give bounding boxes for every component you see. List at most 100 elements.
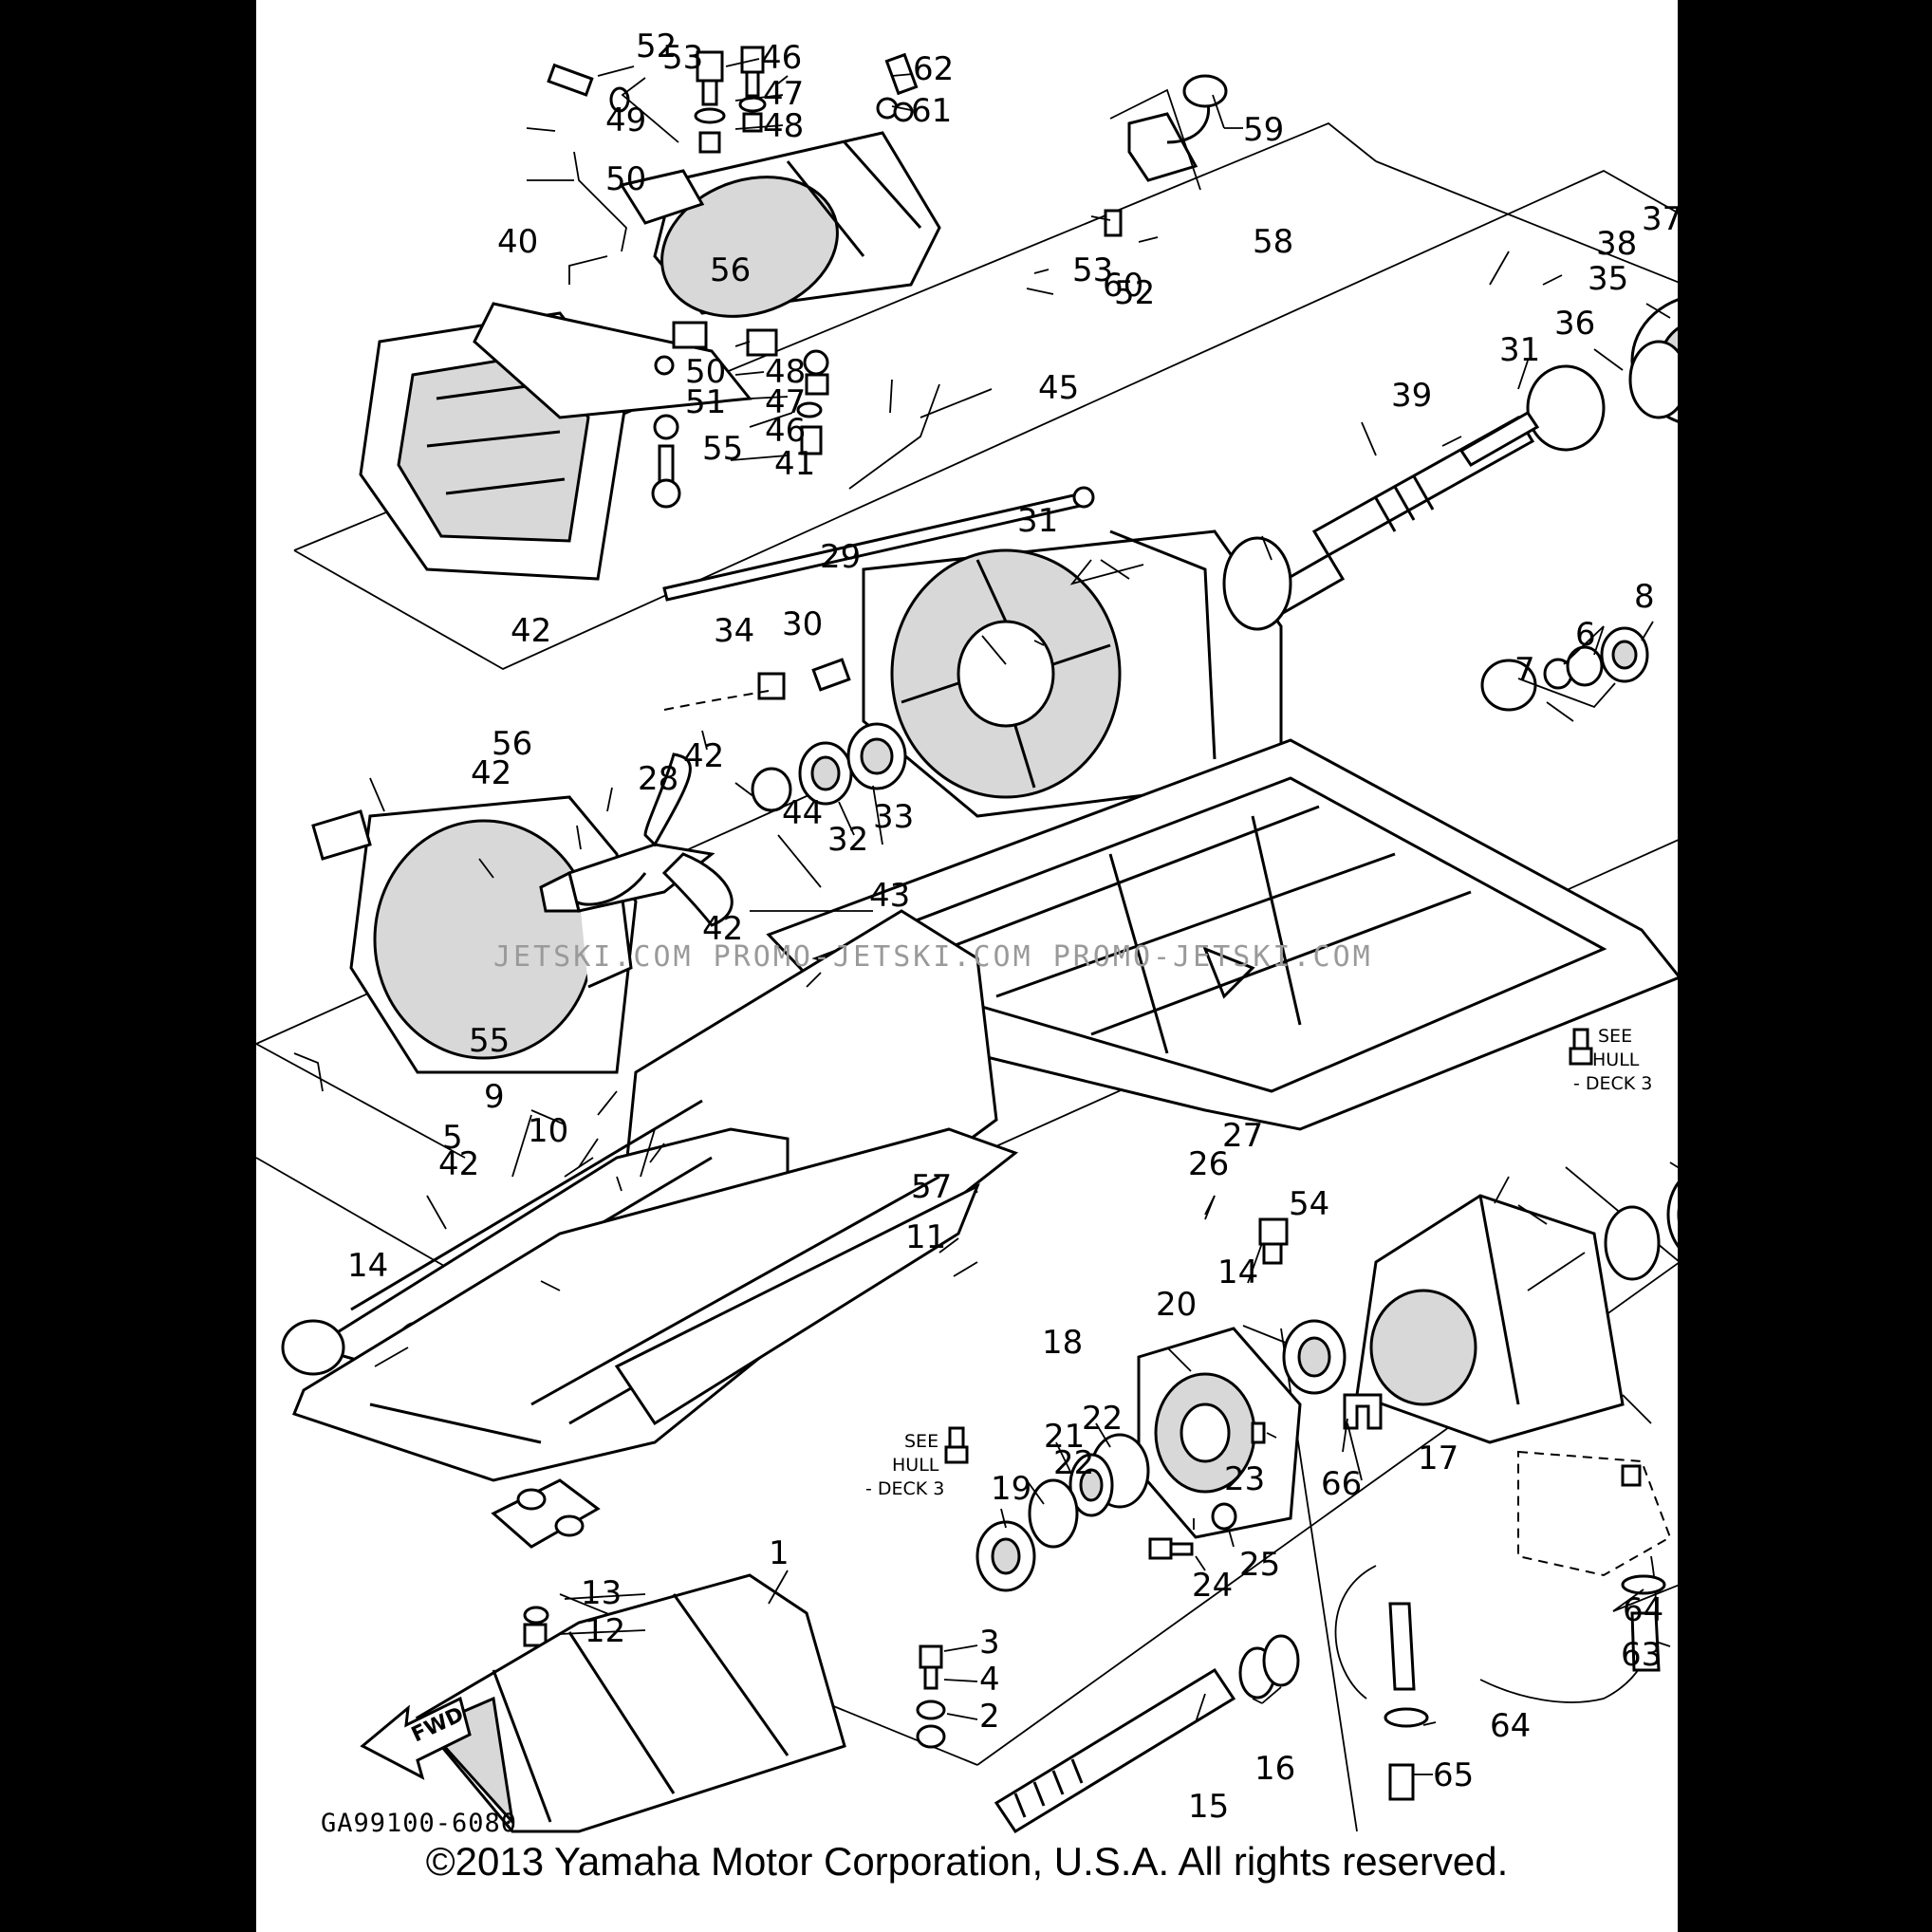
callout-63: 63 <box>1621 1636 1662 1674</box>
callout-42: 42 <box>511 612 551 650</box>
hull-bolt-right <box>944 1028 1593 1464</box>
leader-lines <box>293 58 1678 1775</box>
hull-note-2-line-3: - DECK 3 <box>865 1478 944 1499</box>
part-30-34-fitting <box>663 658 851 711</box>
callout-64: 64 <box>1623 1591 1663 1629</box>
callout-24: 24 <box>1192 1567 1233 1605</box>
callout-6: 6 <box>1575 616 1596 654</box>
parts-diagram: FWD <box>256 28 1678 1838</box>
callout-13: 13 <box>581 1574 622 1612</box>
callout-62: 62 <box>913 50 954 88</box>
diagram-sheet: FWD <box>256 0 1678 1932</box>
callout-47: 47 <box>763 75 804 113</box>
part-6-7-8-bushings <box>1480 626 1649 712</box>
callout-52: 52 <box>636 28 677 65</box>
callout-48: 48 <box>763 107 804 145</box>
callout-39: 39 <box>1391 377 1432 415</box>
part-54-bolt <box>1258 1217 1289 1265</box>
callout-46: 46 <box>765 412 806 450</box>
callout-20: 20 <box>1156 1286 1197 1324</box>
part-40-pump-housing <box>359 302 752 581</box>
callout-65: 65 <box>1433 1756 1474 1794</box>
part-26-27-seals <box>1604 1180 1678 1281</box>
part-11-plate <box>614 1182 980 1426</box>
callout-42: 42 <box>702 910 743 948</box>
fwd-arrow: FWD <box>360 1696 472 1780</box>
part-43-impeller <box>539 722 907 927</box>
callout-15: 15 <box>1188 1788 1229 1826</box>
part-39-drive-shaft <box>1259 411 1540 620</box>
callout-10: 10 <box>528 1112 568 1150</box>
part-20-bearing <box>1282 1319 1347 1395</box>
part-29-impeller-housing <box>862 529 1292 818</box>
callout-53: 53 <box>1072 251 1113 289</box>
callout-34: 34 <box>714 612 754 650</box>
callout-37: 37 <box>1642 200 1678 238</box>
callout-4: 4 <box>979 1661 1000 1699</box>
callout-60: 60 <box>1103 267 1143 305</box>
callout-64: 64 <box>1490 1707 1531 1745</box>
callout-61: 61 <box>911 92 952 130</box>
callout-59: 59 <box>1243 111 1284 149</box>
callout-18: 18 <box>1042 1324 1083 1362</box>
callout-66: 66 <box>1321 1465 1362 1503</box>
part-63-64-65-hose <box>1334 1450 1672 1801</box>
part-15-tube <box>994 1634 1300 1834</box>
callout-8: 8 <box>1634 578 1655 616</box>
callout-2: 2 <box>979 1698 1000 1736</box>
callout-44: 44 <box>782 794 823 832</box>
callout-33: 33 <box>873 798 914 836</box>
callout-52: 52 <box>1114 274 1155 312</box>
callout-56: 56 <box>492 725 532 763</box>
callout-16: 16 <box>1254 1750 1295 1788</box>
part-2-3-4-screw <box>916 1644 946 1749</box>
hull-note-1-line-2: HULL <box>1592 1050 1640 1070</box>
callout-50: 50 <box>685 353 726 391</box>
hull-note-1-line-3: - DECK 3 <box>1573 1073 1652 1094</box>
copyright-notice: ©2013 Yamaha Motor Corporation, U.S.A. A… <box>425 1839 1509 1884</box>
callout-5: 5 <box>442 1119 463 1157</box>
callout-35: 35 <box>1588 260 1628 298</box>
callout-55: 55 <box>702 430 743 468</box>
part-28-stator-housing <box>311 795 638 1074</box>
callout-50: 50 <box>605 160 646 198</box>
callout-36: 36 <box>1554 305 1595 343</box>
callout-31: 31 <box>1499 331 1540 369</box>
part-19-seal <box>975 1520 1036 1592</box>
callout-22: 22 <box>1082 1400 1123 1438</box>
callout-14: 14 <box>1217 1254 1258 1291</box>
callout-42: 42 <box>438 1145 479 1183</box>
callout-57: 57 <box>911 1168 952 1206</box>
callout-27: 27 <box>1222 1117 1263 1155</box>
callout-56: 56 <box>710 251 751 289</box>
callout-25: 25 <box>1239 1546 1280 1584</box>
callout-49: 49 <box>605 102 646 139</box>
callout-1: 1 <box>769 1534 790 1572</box>
part-45-steering-nozzle <box>619 131 941 318</box>
hull-note-2-line-1: SEE <box>904 1431 938 1452</box>
callout-29: 29 <box>820 538 861 576</box>
callout-30: 30 <box>782 605 823 643</box>
diagram-code: GA99100-6080 <box>321 1809 517 1838</box>
callout-54: 54 <box>1289 1185 1329 1223</box>
top-hardware <box>547 46 919 509</box>
part-35-bearing-housing <box>1526 298 1678 452</box>
hull-note-2-line-2: HULL <box>892 1455 939 1476</box>
part-12-13-bolt <box>491 1478 601 1647</box>
callout-46: 46 <box>761 39 802 77</box>
callout-11: 11 <box>905 1218 946 1256</box>
part-41-long-bolt <box>662 486 1095 602</box>
callout-31: 31 <box>1017 502 1058 540</box>
callout-47: 47 <box>765 383 806 421</box>
callout-51: 51 <box>685 383 726 421</box>
callout-55: 55 <box>469 1022 510 1060</box>
callout-17: 17 <box>1418 1440 1458 1477</box>
callout-58: 58 <box>1253 223 1293 261</box>
callout-14: 14 <box>347 1247 388 1285</box>
callout-32: 32 <box>827 821 868 859</box>
callout-26: 26 <box>1188 1145 1229 1183</box>
callout-38: 38 <box>1596 225 1637 263</box>
callout-23: 23 <box>1224 1460 1265 1498</box>
callout-9: 9 <box>484 1078 505 1116</box>
